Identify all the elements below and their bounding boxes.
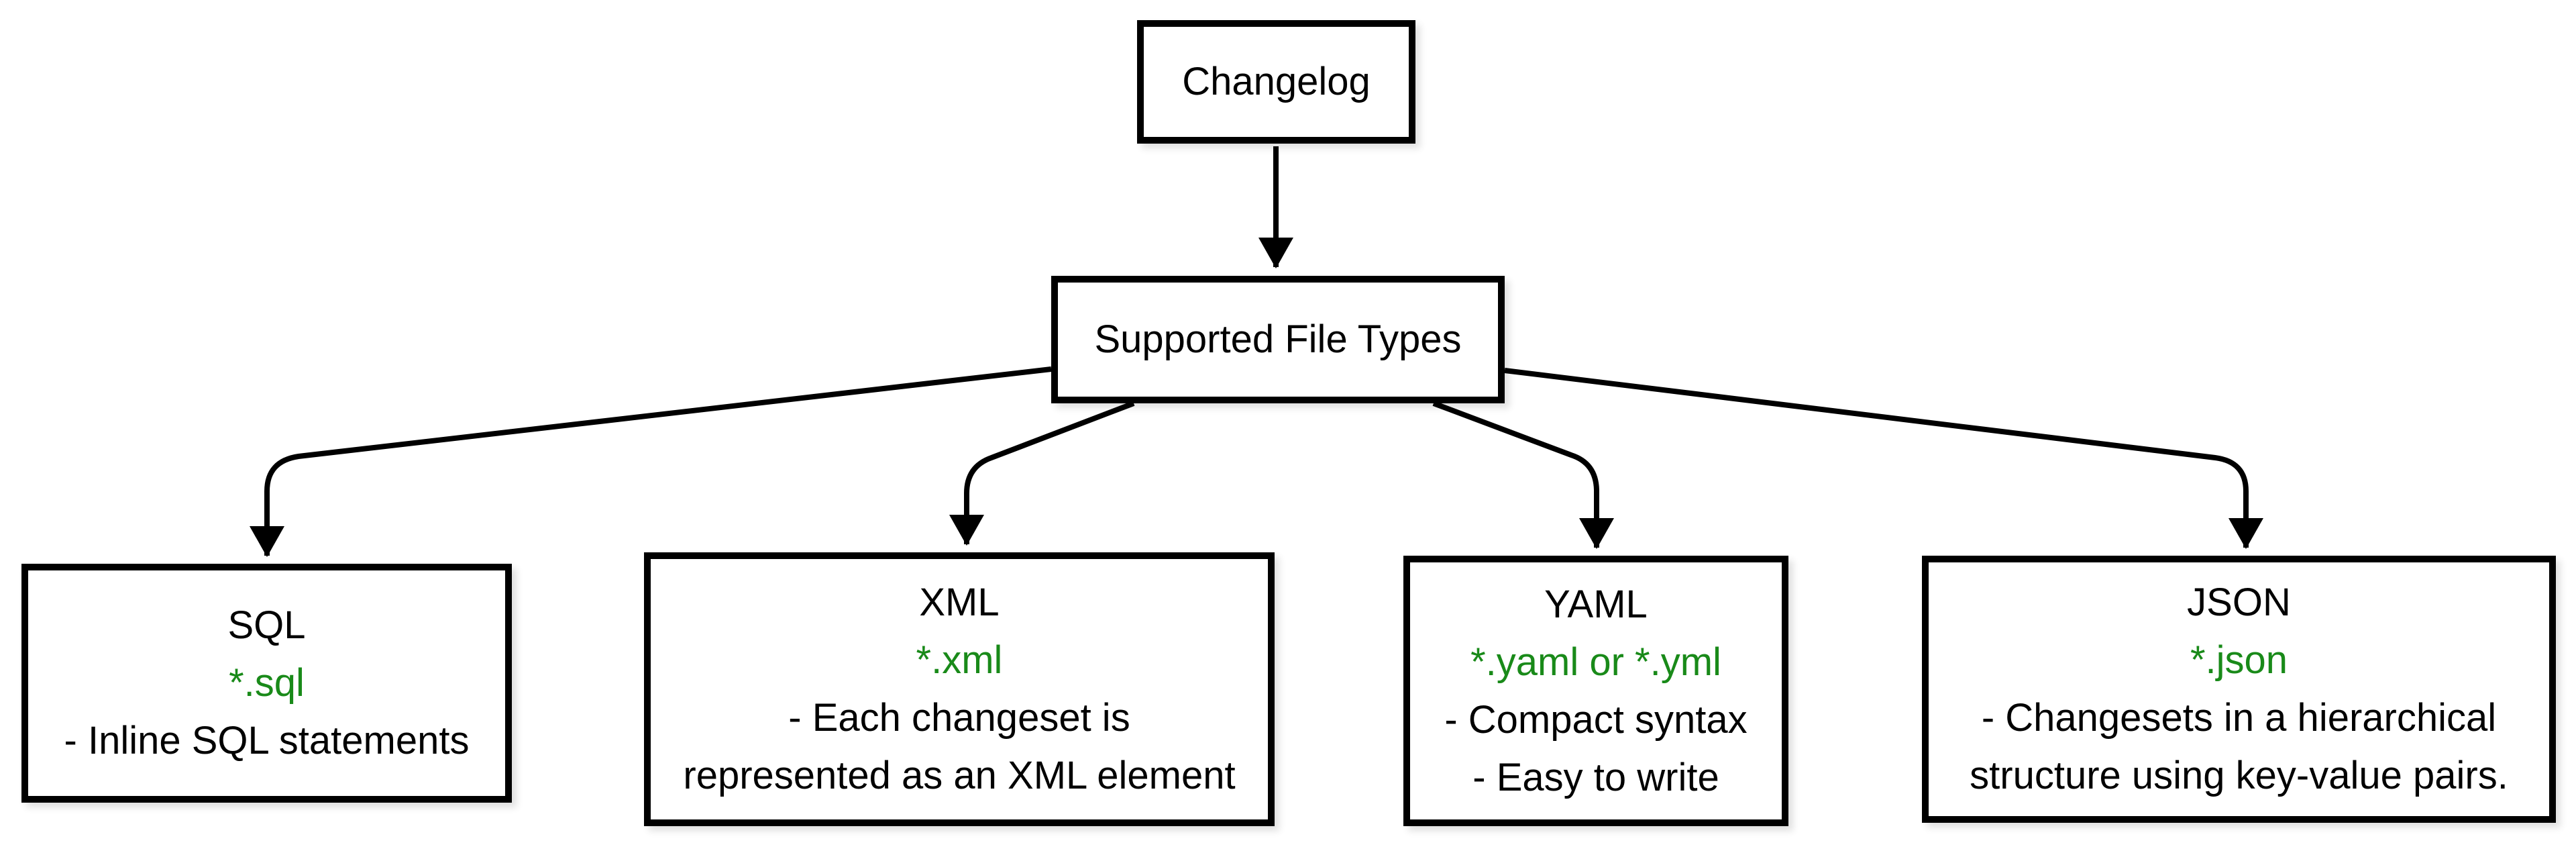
arrow-hub-to-yaml (1432, 401, 1614, 549)
node-xml-desc-line: - Each changeset is (788, 696, 1130, 740)
node-sql-desc-line: - Inline SQL statements (64, 719, 470, 762)
node-json-desc-line: - Changesets in a hierarchical (1981, 696, 2497, 740)
node-json: JSON *.json - Changesets in a hierarchic… (1922, 556, 2556, 823)
node-yaml: YAML *.yaml or *.yml - Compact syntax - … (1403, 556, 1788, 826)
node-json-file-pattern: *.json (2190, 638, 2288, 682)
node-changelog: Changelog (1137, 20, 1415, 144)
node-xml-file-pattern: *.xml (916, 638, 1003, 682)
node-yaml-desc-line: - Compact syntax (1444, 697, 1748, 742)
arrow-hub-to-sql (250, 366, 1052, 557)
node-sql-title: SQL (227, 603, 306, 647)
node-yaml-title: YAML (1544, 582, 1648, 626)
node-changelog-label: Changelog (1182, 60, 1371, 103)
node-yaml-file-pattern: *.yaml or *.yml (1470, 640, 1721, 684)
node-yaml-desc-line: - Easy to write (1472, 755, 1719, 799)
node-json-title: JSON (2187, 581, 2291, 624)
arrow-hub-to-xml (949, 401, 1135, 546)
node-hub-label: Supported File Types (1094, 317, 1462, 361)
node-sql-file-pattern: *.sql (229, 661, 305, 705)
node-supported-file-types: Supported File Types (1051, 276, 1505, 403)
node-xml-desc-line: represented as an XML element (683, 754, 1236, 797)
node-sql: SQL *.sql - Inline SQL statements (21, 564, 512, 803)
node-xml: XML *.xml - Each changeset is represente… (644, 552, 1275, 826)
node-xml-title: XML (919, 581, 1000, 624)
node-json-desc-line: structure using key-value pairs. (1970, 754, 2508, 797)
arrow-hub-to-json (1504, 368, 2263, 549)
